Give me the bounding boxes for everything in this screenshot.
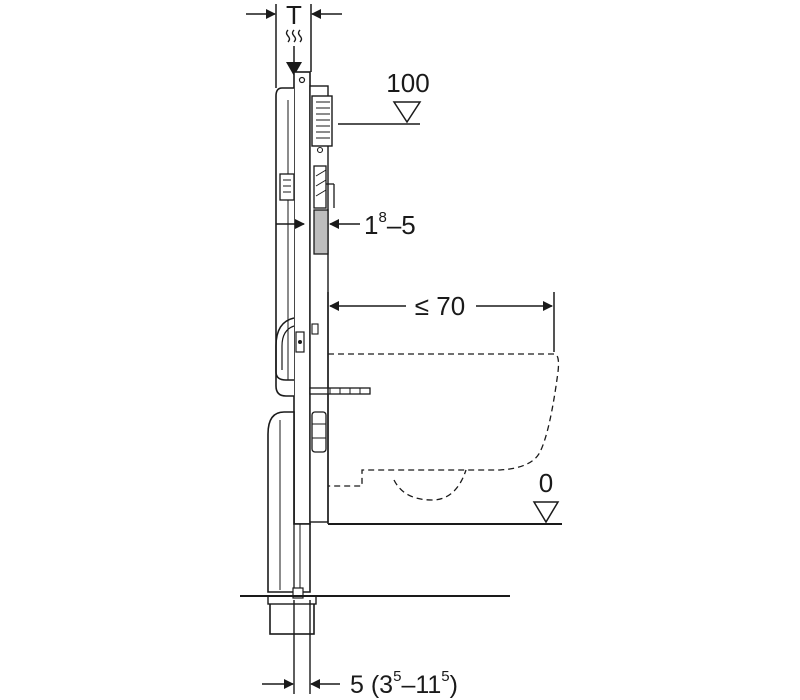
front-rail xyxy=(309,85,329,523)
depth-label: T xyxy=(286,0,302,30)
pipe-dimension: 5 (35–115) xyxy=(262,600,458,699)
wall-cladding xyxy=(313,209,329,255)
valve-unit xyxy=(279,173,295,201)
pipe-label: 5 (35–115) xyxy=(350,668,458,699)
gap-label: 18–5 xyxy=(364,209,416,240)
frame-rail xyxy=(293,71,311,525)
floor-level-label: 0 xyxy=(539,468,553,498)
inspection-shaft xyxy=(313,165,327,209)
pipe-sleeve xyxy=(269,601,315,635)
floor-level-marker: 0 xyxy=(328,468,562,525)
projection-label: ≤ 70 xyxy=(415,291,465,321)
gap-dimension: 18–5 xyxy=(276,209,416,240)
vent-icon xyxy=(285,29,303,76)
drain-connector xyxy=(311,411,327,453)
top-level-label: 100 xyxy=(386,68,429,98)
projection-dimension: ≤ 70 xyxy=(327,291,555,524)
installation-frame xyxy=(275,71,371,525)
drain-pipe xyxy=(267,411,317,635)
cistern-body xyxy=(275,87,294,397)
wc-bowl xyxy=(328,353,560,501)
depth-dimension: T xyxy=(246,0,342,88)
top-level-marker: 100 xyxy=(338,68,430,125)
